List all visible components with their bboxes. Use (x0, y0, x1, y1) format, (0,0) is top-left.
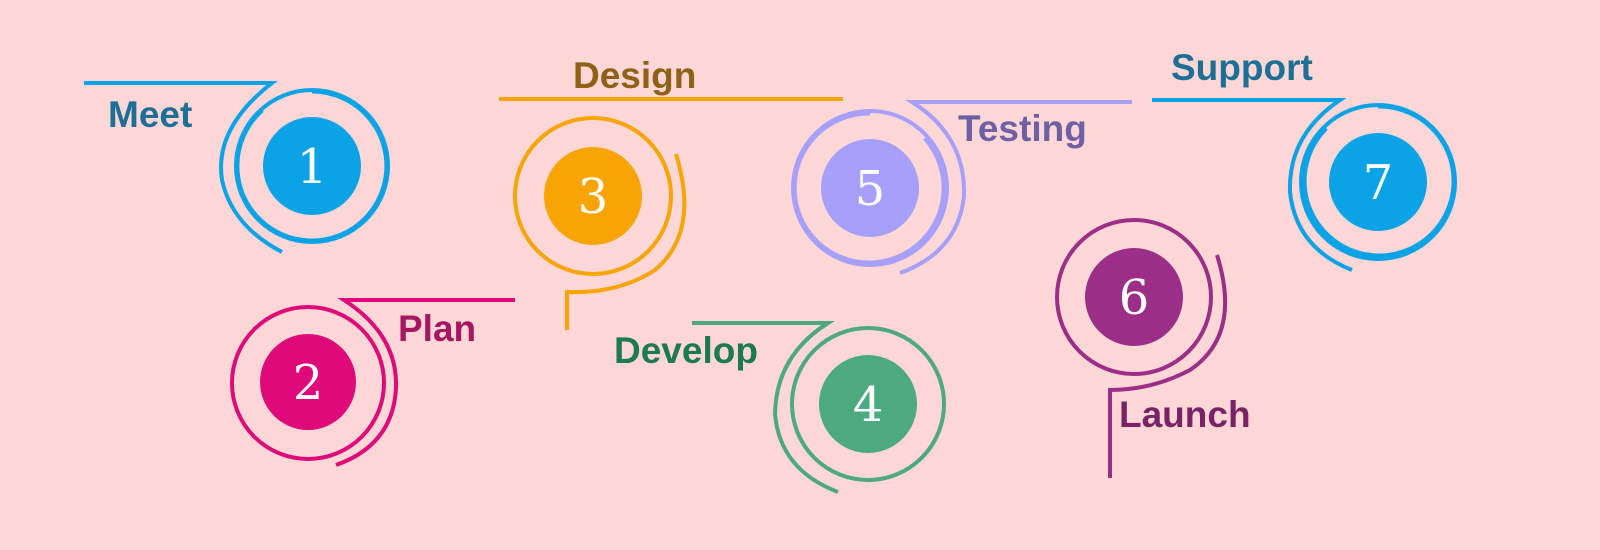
step-3-connector-tail (565, 153, 687, 330)
step-5: 5 Testing (791, 100, 1132, 275)
step-1-badge (263, 117, 361, 215)
step-5-connector (899, 100, 1132, 275)
step-5-number: 5 (855, 161, 886, 217)
step-6-number: 6 (1119, 270, 1150, 326)
step-4: 4 Develop (614, 321, 946, 494)
step-3-label: Design (573, 55, 696, 96)
step-7-ring-outer (1299, 103, 1457, 261)
step-6-connector (1108, 254, 1228, 478)
step-3-badge (544, 147, 642, 245)
step-1-ring-outer (234, 88, 390, 244)
step-7-badge (1329, 133, 1427, 231)
step-2-label: Plan (398, 308, 476, 349)
step-2-connector (335, 298, 515, 467)
step-2-number: 2 (293, 355, 324, 411)
step-4-connector (692, 321, 839, 494)
step-1: 1 Meet (84, 81, 390, 254)
step-7: 7 Support (1152, 47, 1457, 272)
step-5-ring-outer (791, 109, 949, 267)
step-1-connector (84, 81, 283, 254)
step-7-number: 7 (1363, 155, 1394, 211)
step-3: 3 Design (499, 55, 843, 330)
step-6-label: Launch (1119, 394, 1251, 435)
step-7-label: Support (1171, 47, 1313, 88)
step-6-ring-outer (1055, 218, 1213, 376)
step-6: 6 Launch (1055, 218, 1251, 478)
step-3-ring-outer (513, 116, 673, 276)
step-5-label: Testing (958, 108, 1087, 149)
step-4-label: Develop (614, 330, 758, 371)
step-5-badge (821, 139, 919, 237)
step-4-ring-outer (790, 326, 946, 482)
step-1-label: Meet (108, 94, 192, 135)
step-6-badge (1085, 248, 1183, 346)
step-3-number: 3 (578, 169, 609, 225)
step-2-ring-outer (230, 305, 386, 461)
step-4-badge (819, 355, 917, 453)
step-2-badge (260, 334, 356, 430)
step-1-number: 1 (297, 139, 328, 195)
step-4-number: 4 (853, 377, 884, 433)
step-7-connector (1152, 98, 1353, 272)
step-2: 2 Plan (230, 298, 515, 467)
